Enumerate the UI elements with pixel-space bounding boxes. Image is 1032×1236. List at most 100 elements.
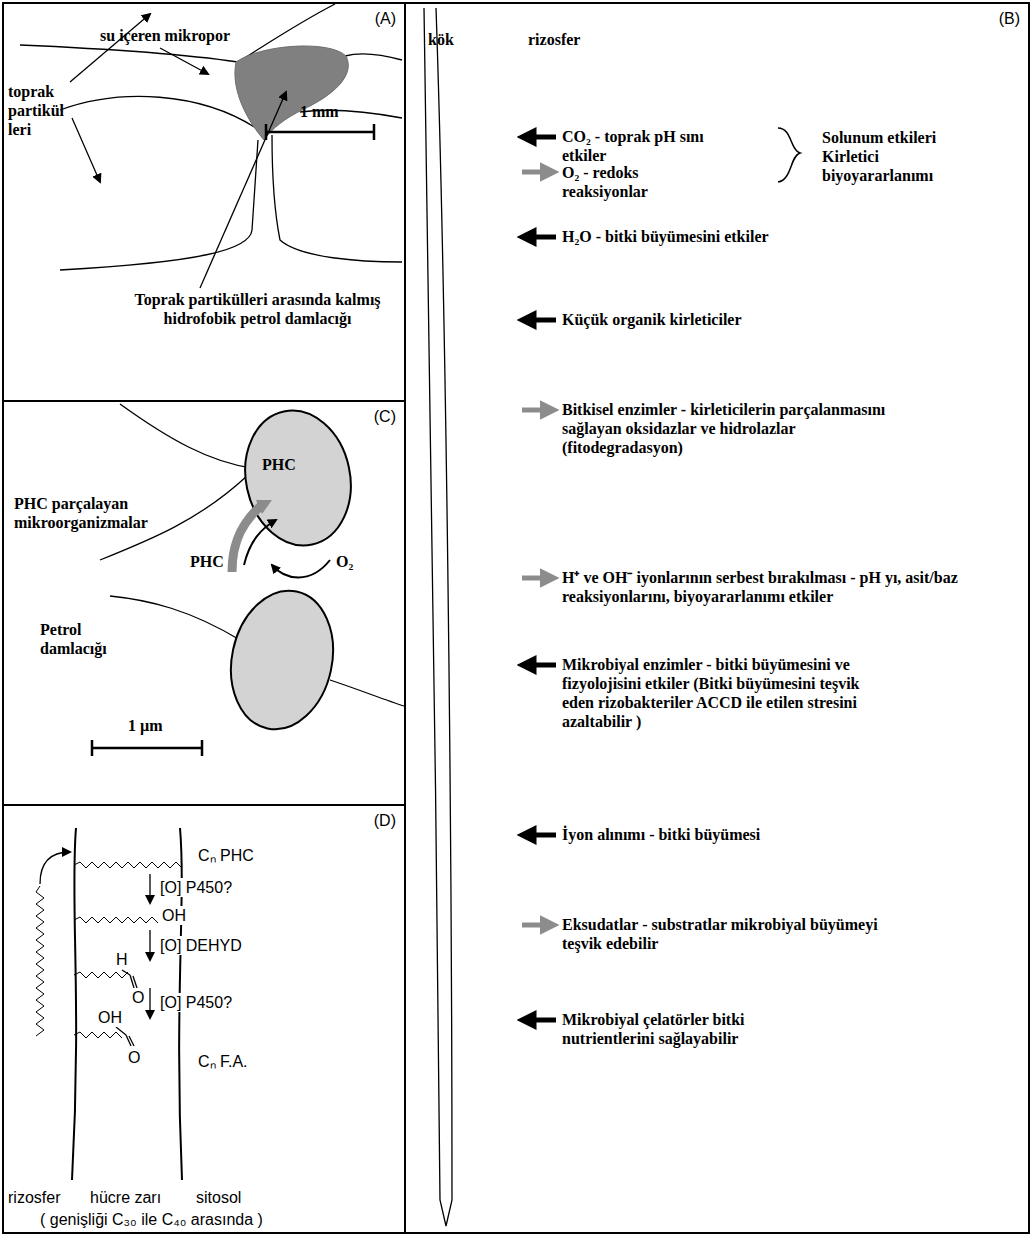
label-text: Cₙ F.A. [196,1052,250,1071]
drawing-stroke [40,852,70,884]
label-text: [O] P450? [158,993,234,1012]
drawing-stroke [522,923,552,928]
drawing-stroke [266,131,374,134]
panel-letter: (B) [999,10,1020,28]
drawing-stroke [70,14,150,82]
label-text: [O] P450? [158,878,234,897]
scale-bar [266,124,374,140]
drawing-stroke [524,318,556,323]
drawing-stroke [522,576,552,581]
drawing-stroke [149,874,150,903]
label-text: Toprak partikülleri arasında kalmış hidr… [120,290,395,328]
label-text: Petrol damlacığı [40,620,140,658]
drawing-stroke [120,404,252,468]
label-text: H⁺ ve OH⁻ iyonlarının serbest bırakılmas… [562,568,1002,606]
drawing-stroke [129,1036,134,1046]
drawing-stroke [272,135,402,262]
drawing-stroke [524,833,556,838]
drawing-stroke [524,135,556,140]
label-text: OH [96,1008,124,1027]
label-text: CO₂ - toprak pH sını etkiler [562,127,740,165]
label-text: OH [160,906,188,925]
drawing-stroke [92,747,202,750]
label-text: toprak partikül leri [8,82,88,139]
panel-letter: (A) [375,10,396,28]
drawing-stroke [330,680,404,706]
drawing-stroke [110,596,240,640]
label-text: hücre zarı [90,1188,161,1207]
drawing-stroke [122,970,130,975]
drawing-stroke [200,92,286,288]
o2-arrow [272,560,330,578]
drawing-stroke [345,54,402,60]
drawing-stroke [201,740,204,756]
drawing-stroke [524,235,556,240]
petrol-droplet [235,46,348,140]
label-text: H [114,950,130,969]
panel-frame: (B) [404,2,1030,1234]
reaction-arrows [40,852,150,1046]
drawing-stroke [74,972,128,978]
panel-frame: (D) [2,804,406,1234]
drawing-stroke [60,96,256,128]
drawing-stroke [72,118,100,182]
label-text: Eksudatlar - substratlar mikrobiyal büyü… [562,915,912,953]
label-text: İyon alınımı - bitki büyümesi [562,825,760,844]
drawing-stroke [522,170,552,175]
label-text: Mikrobiyal çelatörler bitki nutrientleri… [562,1010,792,1048]
drawing-stroke [373,124,376,140]
drawing-stroke [20,45,238,62]
drawing-stroke [74,1032,122,1038]
label-text: Solunum etkileri Kirletici biyoyararlanı… [822,128,940,185]
label-text: su içeren mikropor [100,26,230,45]
brace [778,128,800,182]
panel-frame: (A) [2,2,406,402]
label-text: O [130,988,146,1007]
drawing-stroke [36,886,44,1036]
label-text: H₂O - bitki büyümesini etkiler [562,227,769,246]
label-text: Cₙ PHC [196,846,256,865]
label-text: O₂ [336,552,353,571]
drawing-stroke [72,828,76,1180]
label-text: PHC parçalayan mikroorganizmalar [14,494,154,532]
label-text: ( genişliği C₃₀ ile C₄₀ arasında ) [40,1210,263,1229]
panel-letter: (D) [374,812,396,830]
drawing-stroke [91,740,94,756]
label-text: kök [428,30,454,49]
soil-particles [20,4,402,270]
drawing-stroke [524,1018,556,1023]
phc-arrowhead [256,500,272,514]
label-text: [O] DEHYD [158,936,244,955]
label-text: Küçük organik kirleticiler [562,310,742,329]
label-text: Bitkisel enzimler - kirleticilerin parça… [562,400,892,457]
label-text: Mikrobiyal enzimler - bitki büyümesini v… [562,655,892,731]
drawing-stroke [149,988,150,1018]
drawing-stroke [133,976,137,988]
label-text: PHC [262,455,296,474]
petrol-droplet [233,401,363,556]
label-text: O [126,1048,142,1067]
drawing-stroke [116,1027,126,1035]
drawing-stroke [265,124,268,140]
label-text: rizosfer [528,30,580,49]
flux-arrows [522,137,556,1020]
label-text: 1 mm [300,102,339,121]
drawing-stroke [149,930,150,960]
root-outline [424,8,452,1226]
label-text: 1 µm [128,716,163,735]
drawing-stroke [74,862,182,868]
label-text: sitosol [196,1188,241,1207]
phc-arrow [232,505,262,572]
label-text: rizosfer [8,1188,60,1207]
petrol-droplet [219,581,346,739]
panel-letter: (C) [374,408,396,426]
drawing-stroke [74,917,158,923]
leader-arrows [70,14,286,288]
scale-bar [92,740,202,756]
panel-frame: (C) [2,400,406,806]
drawing-stroke [126,1035,131,1046]
label-text: O₂ - redoks reaksiyonlar [562,163,687,201]
drawing-stroke [522,408,552,413]
